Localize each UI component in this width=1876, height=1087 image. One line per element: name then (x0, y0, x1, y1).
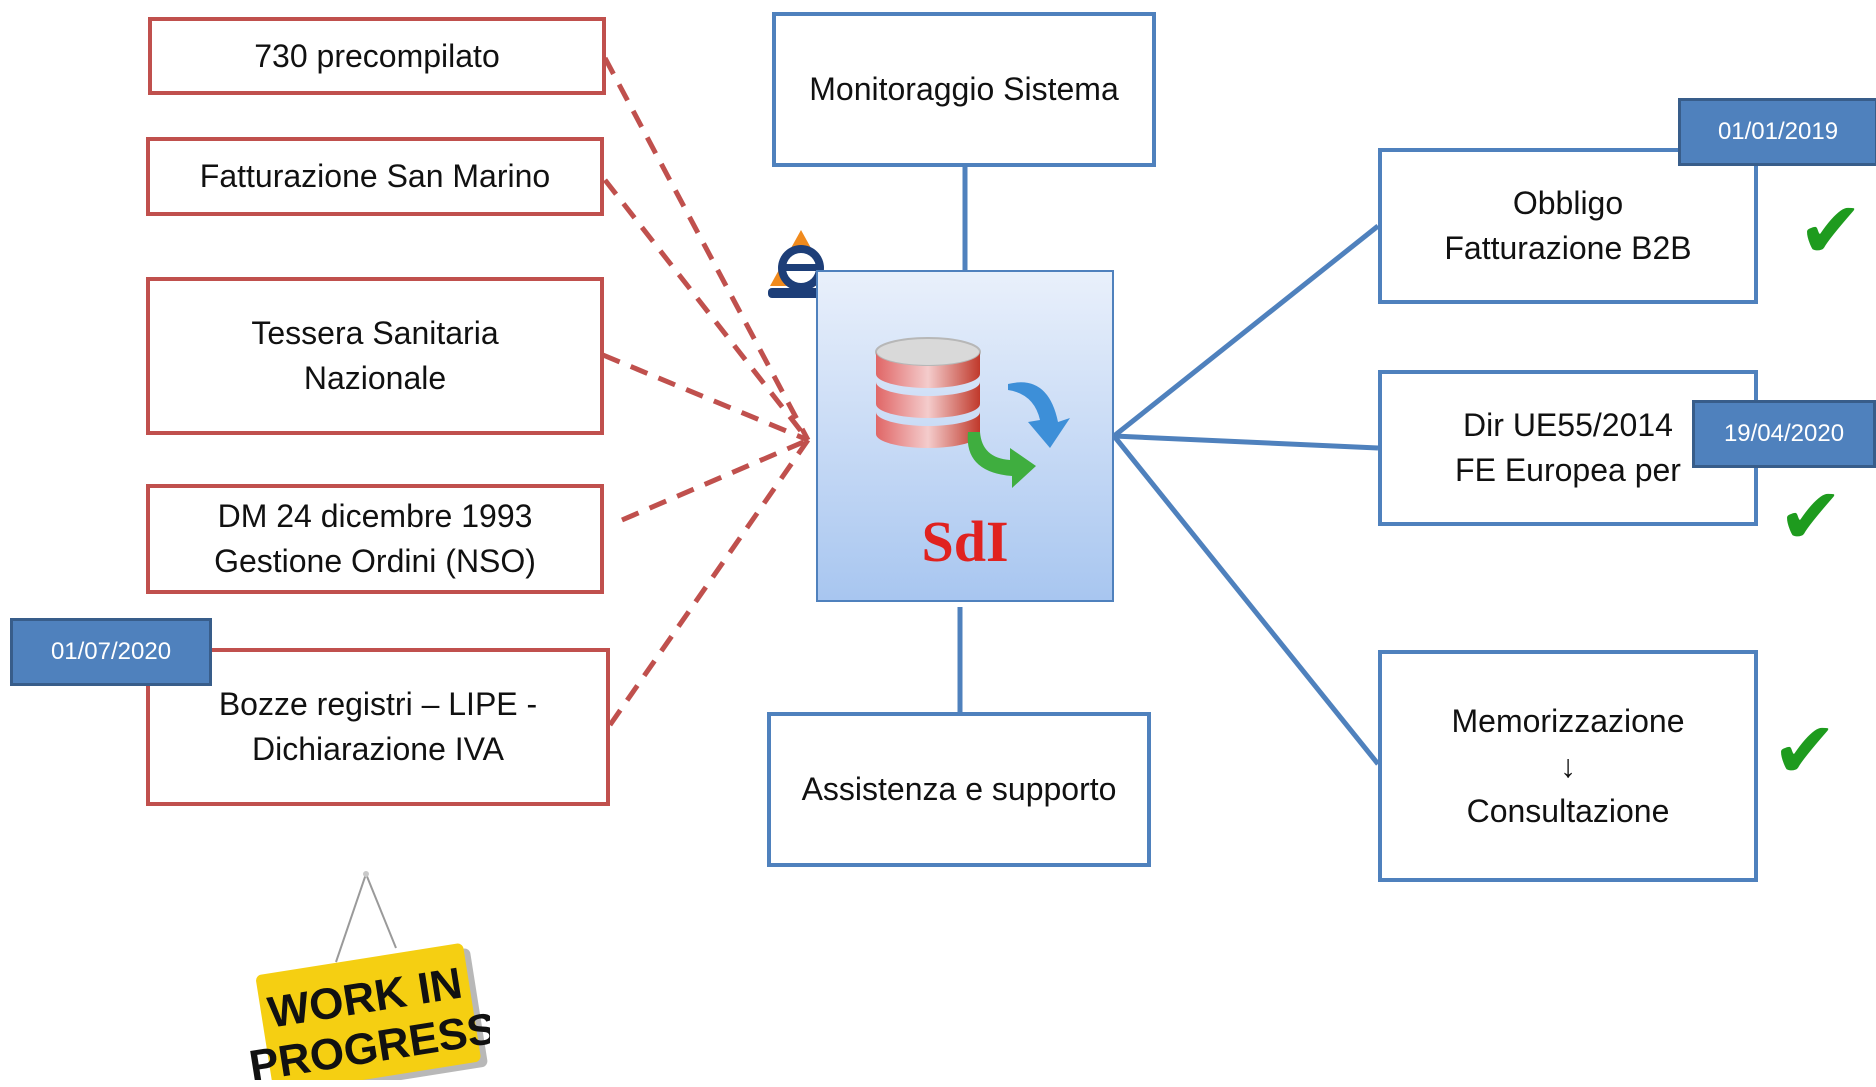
box-dm-line1: DM 24 dicembre 1993 (217, 498, 533, 534)
sdi-label: SdI (921, 509, 1009, 574)
connector-san-marino (603, 178, 810, 442)
box-san-marino-line1: Fatturazione San Marino (199, 158, 551, 194)
box-monitoraggio-line1: Monitoraggio Sistema (809, 71, 1119, 107)
date-tag-ue55: 19/04/2020 (1692, 400, 1876, 468)
box-memo-line1: Memorizzazione (1451, 702, 1685, 739)
connector-dm (621, 437, 809, 523)
checkmark-icon: ✔ (1798, 186, 1864, 276)
box-memo-arrow: ↓ (1560, 747, 1576, 784)
connector-tessera (602, 352, 809, 443)
date-tag-bozze: 01/07/2020 (10, 618, 212, 686)
box-tessera-line1: Tessera Sanitaria (251, 315, 499, 351)
box-tessera-sanitaria: Tessera Sanitaria Nazionale (146, 277, 604, 435)
box-fatturazione-san-marino: Fatturazione San Marino (146, 137, 604, 216)
checkmark-icon: ✔ (1778, 472, 1844, 562)
box-dir-ue55: Dir UE55/2014 FE Europea per (1378, 370, 1758, 526)
left-dashed-connectors (602, 56, 811, 727)
connector-memo (1112, 434, 1380, 766)
box-b2b-line1: Obbligo (1512, 185, 1624, 221)
box-memo-line3: Consultazione (1466, 792, 1670, 829)
box-memorizzazione: Memorizzazione ↓ Consultazione (1378, 650, 1758, 882)
box-ue55-line1: Dir UE55/2014 (1463, 407, 1673, 443)
box-monitoraggio-sistema: Monitoraggio Sistema (772, 12, 1156, 167)
box-bozze-registri: Bozze registri – LIPE - Dichiarazione IV… (146, 648, 610, 806)
date-tag-b2b: 01/01/2019 (1678, 98, 1876, 166)
connector-ue55 (1113, 433, 1379, 451)
box-bozze-line2: Dichiarazione IVA (252, 731, 504, 767)
checkmark-icon: ✔ (1772, 706, 1838, 796)
box-ue55-line2: FE Europea per (1455, 452, 1681, 488)
box-b2b-line2: Fatturazione B2B (1444, 230, 1692, 266)
box-assistenza-line1: Assistenza e supporto (801, 771, 1117, 807)
connector-730 (602, 56, 811, 442)
sdi-box: SdI (816, 270, 1114, 602)
connector-b2b (1112, 224, 1380, 438)
box-dm-line2: Gestione Ordini (NSO) (214, 543, 536, 579)
box-dm-24-dicembre: DM 24 dicembre 1993 Gestione Ordini (NSO… (146, 484, 604, 594)
database-sync-icon (875, 337, 1070, 488)
blue-connectors (957, 167, 1380, 766)
work-in-progress-sign-icon: WORK IN PROGRESS (250, 871, 490, 1080)
box-bozze-line1: Bozze registri – LIPE - (218, 686, 538, 722)
box-730-precompilato: 730 precompilato (148, 17, 606, 95)
box-tessera-line2: Nazionale (303, 360, 447, 396)
box-obbligo-b2b: Obbligo Fatturazione B2B (1378, 148, 1758, 304)
box-assistenza-supporto: Assistenza e supporto (767, 712, 1151, 867)
box-730-line1: 730 precompilato (254, 37, 500, 74)
